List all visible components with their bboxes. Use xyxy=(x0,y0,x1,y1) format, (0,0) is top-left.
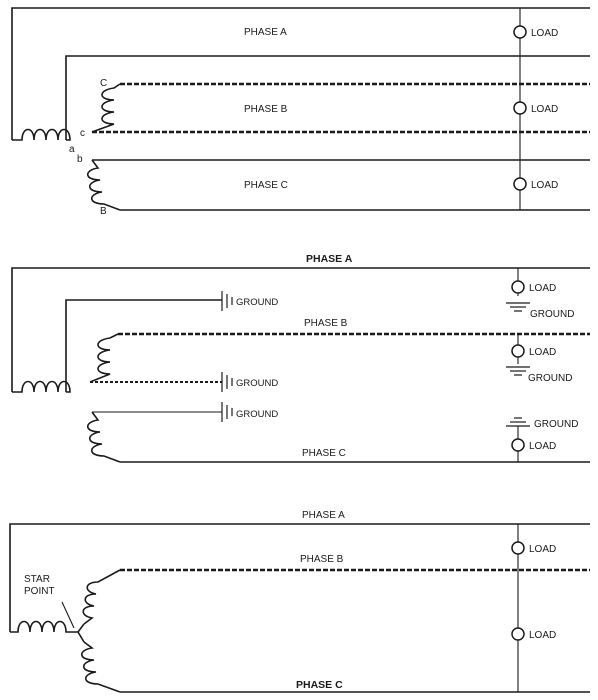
bot-phase-b-coil xyxy=(82,569,121,625)
bot-main-coil xyxy=(10,620,78,633)
bot-load-1-label: LOAD xyxy=(529,544,556,555)
top-load-c-label: LOAD xyxy=(531,180,558,191)
top-terminal-small-b: b xyxy=(77,154,83,165)
top-phase-b-coil xyxy=(91,83,121,133)
top-phase-c-coil xyxy=(86,159,121,211)
bot-star-junction-lower xyxy=(77,631,85,643)
top-load-b xyxy=(513,101,527,115)
top-terminal-big-c: C xyxy=(100,78,107,89)
mid-ground-symbol-3 xyxy=(221,402,233,422)
bot-phase-a-label: PHASE A xyxy=(302,510,345,521)
bot-phase-c-label: PHASE C xyxy=(296,679,343,691)
bot-star-point-label-line1: STAR xyxy=(24,574,50,585)
mid-load-a-label: LOAD xyxy=(529,283,556,294)
mid-ground-label-4: GROUND xyxy=(530,309,574,320)
mid-load-b-ground xyxy=(506,366,530,376)
top-phase-b-label: PHASE B xyxy=(244,104,288,115)
bot-load-2-label: LOAD xyxy=(529,630,556,641)
top-load-b-label: LOAD xyxy=(531,104,558,115)
mid-return-wire xyxy=(65,299,222,392)
bot-load-1 xyxy=(511,541,525,555)
top-terminal-small-a: a xyxy=(69,144,75,155)
top-return-wire xyxy=(65,55,590,140)
top-load-a-label: LOAD xyxy=(531,28,558,39)
bottom-diagram: PHASE A PHASE B PHASE C LOAD LOAD STAR P… xyxy=(9,510,590,693)
top-diagram: PHASE A PHASE B PHASE C LOAD LOAD LOAD C… xyxy=(11,7,590,217)
top-load-a xyxy=(513,25,527,39)
mid-ground-symbol-2 xyxy=(221,372,233,392)
mid-load-b-label: LOAD xyxy=(529,347,556,358)
top-terminal-big-b: B xyxy=(100,206,107,217)
mid-ground-symbol-1 xyxy=(221,291,233,311)
mid-ground-label-5: GROUND xyxy=(528,373,572,384)
top-phase-c-label: PHASE C xyxy=(244,180,288,191)
mid-ground-label-2: GROUND xyxy=(236,378,278,389)
mid-main-coil xyxy=(12,380,71,393)
mid-phase-c-label: PHASE C xyxy=(302,448,346,459)
bot-star-junction-upper xyxy=(77,623,85,633)
mid-ground-label-1: GROUND xyxy=(236,297,278,308)
mid-load-c-ground xyxy=(506,417,530,427)
top-phase-a-wire xyxy=(11,7,590,140)
middle-diagram: PHASE A GROUND PHASE B GROUND GR xyxy=(11,253,590,463)
mid-phase-a-label: PHASE A xyxy=(306,253,353,265)
mid-load-a-ground xyxy=(506,302,530,312)
mid-load-a xyxy=(511,280,525,294)
mid-load-b xyxy=(511,344,525,358)
bot-phase-a-wire xyxy=(9,523,590,632)
bot-load-2 xyxy=(511,627,525,641)
top-main-coil xyxy=(12,128,71,141)
mid-ground-label-6: GROUND xyxy=(534,419,578,430)
bot-star-point-label-line2: POINT xyxy=(24,586,55,597)
mid-load-c-label: LOAD xyxy=(529,441,556,452)
mid-phase-c-coil xyxy=(86,411,121,463)
bot-phase-c-coil xyxy=(80,641,121,693)
mid-phase-b-label: PHASE B xyxy=(304,318,348,329)
mid-ground-label-3: GROUND xyxy=(236,409,278,420)
top-terminal-small-c: c xyxy=(80,128,85,139)
mid-load-c xyxy=(511,438,525,452)
bot-phase-b-label: PHASE B xyxy=(300,554,344,565)
mid-phase-a-wire xyxy=(11,267,590,392)
mid-phase-b-coil xyxy=(89,333,119,383)
top-phase-a-label: PHASE A xyxy=(244,27,287,38)
bot-star-pointer xyxy=(61,601,75,629)
top-load-c xyxy=(513,177,527,191)
